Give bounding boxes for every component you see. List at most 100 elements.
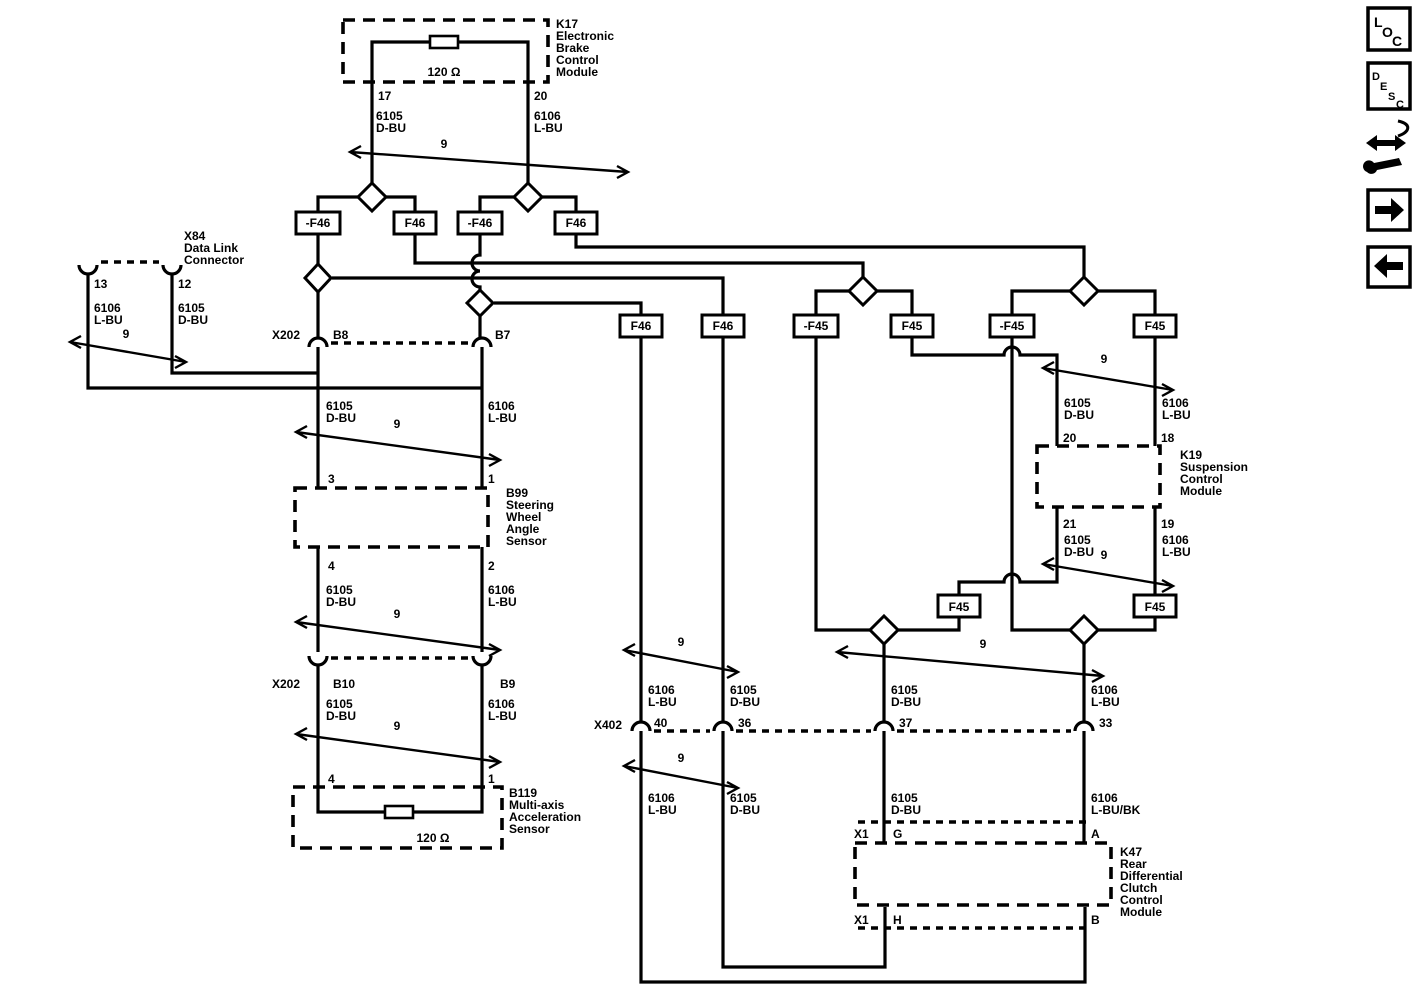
toolbar: L O C D E S C [1363, 6, 1412, 289]
circuit-number: 6106 [1162, 396, 1189, 410]
k19-id: K19 [1180, 448, 1202, 462]
x202-pin-b9: B9 [500, 677, 516, 691]
circuit-color: D-BU [730, 803, 760, 817]
circuit-number: 6105 [1064, 396, 1091, 410]
x402-pin-36: 36 [738, 716, 752, 730]
wire-bus-dbu-branch [332, 276, 725, 315]
loc-button-frame[interactable] [1366, 6, 1412, 52]
b99-name-line: Wheel [506, 510, 541, 524]
ref-label: F45 [949, 600, 970, 614]
b119-name-line: Multi-axis [509, 798, 565, 812]
circuit-number: 6105 [730, 791, 757, 805]
x202-pin-b8: B8 [333, 328, 349, 342]
x402-pin-40: 40 [654, 716, 668, 730]
ref-label: -F46 [306, 216, 331, 230]
circuit-color: D-BU [730, 695, 760, 709]
back-button[interactable] [1366, 245, 1412, 289]
b99-id: B99 [506, 486, 528, 500]
circuit-color: D-BU [891, 803, 921, 817]
ref-label: F46 [566, 216, 587, 230]
module-k17: 120 Ω K17 Electronic Brake Control Modul… [341, 17, 631, 183]
b119-name-line: Acceleration [509, 810, 581, 824]
wire-f45neg-long-drop [814, 337, 870, 632]
k17-name-line: Electronic [556, 29, 614, 43]
inline-connector-terminal [873, 720, 895, 732]
ref-label: F46 [713, 319, 734, 333]
k17-pin-17: 17 [378, 89, 392, 103]
k19-name-line: Control [1180, 472, 1223, 486]
middle-drops: 9 6106 L-BU 6105 D-BU 6105 D-BU 6106 L-B… [621, 337, 1120, 722]
wiring-tools-icon[interactable] [1363, 119, 1410, 174]
b119-module-outline [291, 785, 504, 850]
b99-pin-3: 3 [328, 472, 335, 486]
forward-button[interactable] [1366, 188, 1412, 232]
module-k19: 20 18 K19 Suspension Control Module 21 1… [936, 431, 1248, 619]
twisted-pair-symbol [293, 614, 503, 658]
module-b99: 3 1 B99 Steering Wheel Angle Sensor 4 2 … [293, 472, 554, 658]
circuit-number: 6106 [648, 683, 675, 697]
ref-label: F45 [1145, 600, 1166, 614]
wrench-icon [1363, 158, 1402, 174]
k47-id: K47 [1120, 845, 1142, 859]
b99-name-line: Steering [506, 498, 554, 512]
double-arrow-icon [1366, 135, 1406, 151]
circuit-number: 6105 [891, 791, 918, 805]
x84-id: X84 [184, 229, 206, 243]
loc-button[interactable]: L O C [1366, 6, 1412, 52]
wire-bus-lbu-right [574, 234, 1086, 277]
k47-name-line: Rear [1120, 857, 1147, 871]
k17-name-line: Brake [556, 41, 590, 55]
circuit-number: 6105 [1064, 533, 1091, 547]
ref-label: -F46 [468, 216, 493, 230]
splice-diamond [867, 613, 901, 647]
twisted-pair-label: 9 [980, 637, 987, 651]
wire-x84-13-join [86, 274, 482, 390]
splice-network-f46: -F46 F46 -F46 F46 F46 F46 [294, 180, 1086, 339]
circuit-number: 6106 [534, 109, 561, 123]
b119-pin-1: 1 [488, 772, 495, 786]
wire-x84-12-join [170, 274, 318, 375]
twisted-pair-symbol [621, 642, 741, 680]
circuit-number: 6105 [376, 109, 403, 123]
x402-id: X402 [594, 718, 622, 732]
splice-diamond [464, 287, 496, 319]
b119-resistor-value: 120 Ω [417, 831, 450, 845]
circuit-number: 6106 [488, 583, 515, 597]
circuit-number: 6106 [648, 791, 675, 805]
k19-pin-18: 18 [1161, 431, 1175, 445]
circuit-number: 6106 [1091, 683, 1118, 697]
b99-pin-4: 4 [328, 559, 335, 573]
circuit-number: 6105 [178, 301, 205, 315]
desc-button-frame[interactable] [1366, 61, 1412, 111]
circuit-number: 6105 [891, 683, 918, 697]
wire-x402-40-to-k47-b [639, 731, 1087, 984]
k47-name-line: Module [1120, 905, 1162, 919]
k19-name-line: Module [1180, 484, 1222, 498]
circuit-color: L-BU [1162, 545, 1191, 559]
wire-d3-left [814, 289, 850, 315]
twisted-pair-symbol [293, 424, 503, 468]
twisted-pair-symbol [1040, 556, 1176, 594]
k19-module-outline [1035, 444, 1162, 509]
k47-feeds: 9 6106 L-BU 6105 D-BU 6105 D-BU 6106 L-B… [621, 731, 1141, 984]
module-b119: 4 1 120 Ω B119 Multi-axis Acceleration S… [291, 665, 581, 850]
circuit-color: D-BU [1064, 545, 1094, 559]
twisted-pair-symbol [834, 644, 1106, 684]
circuit-color: L-BU [648, 695, 677, 709]
k19-name-line: Suspension [1180, 460, 1248, 474]
circuit-number: 6106 [1091, 791, 1118, 805]
wire-b119-resistor [316, 665, 484, 814]
desc-button[interactable]: D E S C [1366, 61, 1412, 111]
wire-s2-left [478, 195, 514, 212]
b119-pin-4: 4 [328, 772, 335, 786]
wire-f45-down-left [898, 617, 961, 632]
x202-id: X202 [272, 677, 300, 691]
ref-label: F45 [1145, 319, 1166, 333]
arrow-left-icon [1374, 254, 1403, 278]
loc-letter: O [1382, 24, 1393, 40]
inline-connector-terminal [307, 336, 329, 348]
splice-diamond [302, 261, 334, 295]
k17-module-outline [341, 18, 550, 84]
